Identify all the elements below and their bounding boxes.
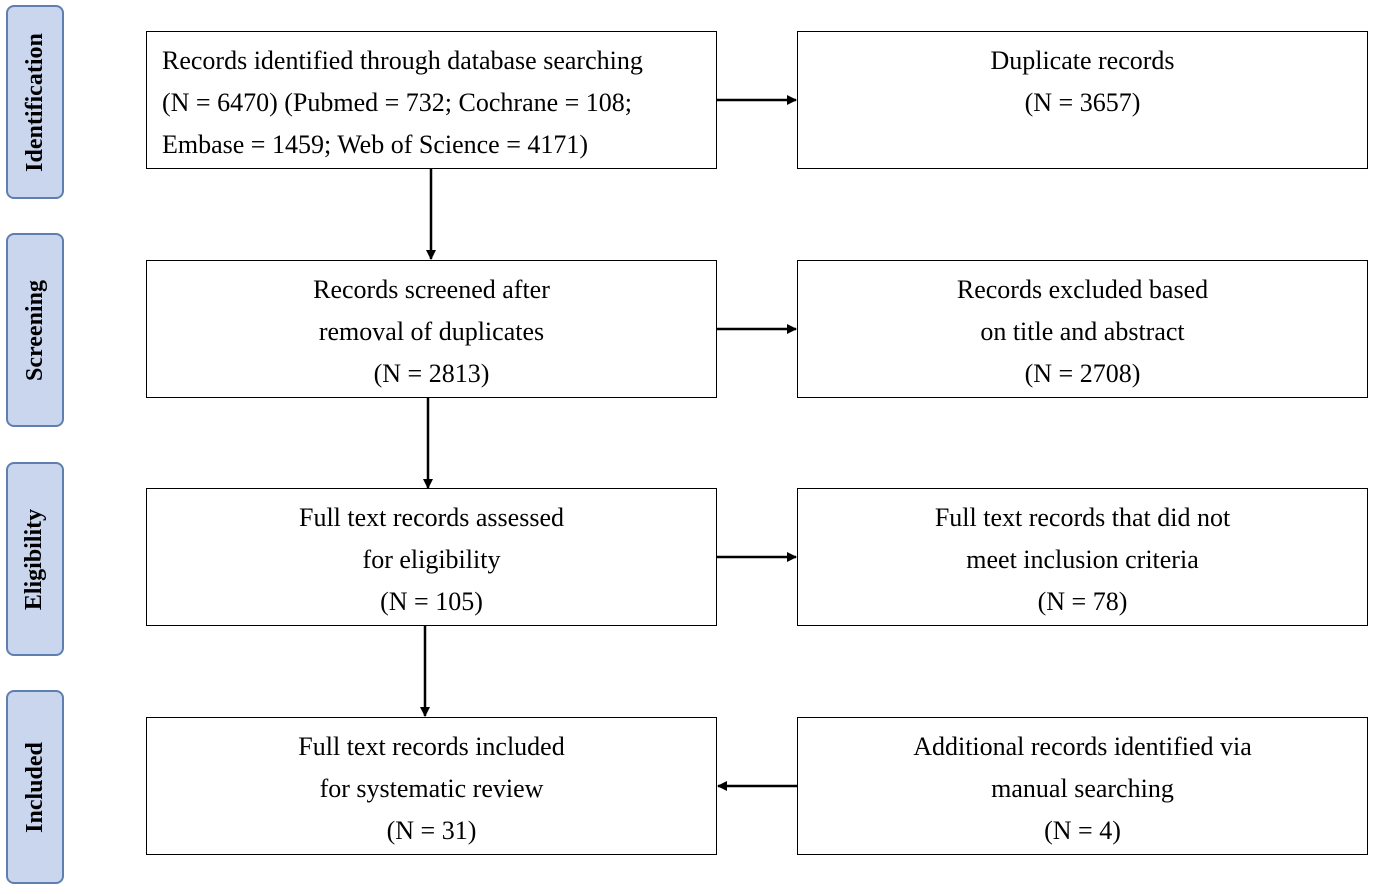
stage-included: Included	[6, 690, 64, 884]
box-line: Full text records that did not	[934, 503, 1231, 532]
box-line: (N = 105)	[380, 587, 483, 616]
box-line: (N = 31)	[386, 816, 477, 845]
box-line: Full text records included	[298, 732, 565, 761]
box-line: for systematic review	[319, 774, 544, 803]
stage-screening: Screening	[6, 233, 64, 427]
box-line: Embase = 1459; Web of Science = 4171)	[162, 130, 589, 159]
stage-eligibility: Eligibility	[6, 462, 64, 656]
box-duplicate-records: Duplicate records (N = 3657)	[797, 31, 1368, 169]
box-line: Duplicate records	[990, 46, 1175, 75]
box-line: meet inclusion criteria	[966, 545, 1199, 574]
stage-identification: Identification	[6, 5, 64, 199]
box-line: manual searching	[991, 774, 1174, 803]
box-line: on title and abstract	[980, 317, 1185, 346]
box-records-excluded: Records excluded based on title and abst…	[797, 260, 1368, 398]
box-line: Records screened after	[313, 275, 550, 304]
box-line: (N = 4)	[1044, 816, 1121, 845]
box-records-included: Full text records included for systemati…	[146, 717, 717, 855]
box-line: Records excluded based	[956, 275, 1209, 304]
box-line: (N = 2813)	[373, 359, 490, 388]
box-additional-records: Additional records identified via manual…	[797, 717, 1368, 855]
box-line: (N = 6470) (Pubmed = 732; Cochrane = 108…	[162, 88, 633, 117]
box-line: (N = 2708)	[1024, 359, 1141, 388]
box-records-identified: Records identified through database sear…	[146, 31, 717, 169]
box-line: Full text records assessed	[298, 503, 564, 532]
box-line: Records identified through database sear…	[162, 46, 643, 75]
box-line: (N = 3657)	[1024, 88, 1141, 117]
box-line: removal of duplicates	[318, 317, 545, 346]
box-line: Additional records identified via	[913, 732, 1252, 761]
box-line: for eligibility	[362, 545, 501, 574]
box-records-screened: Records screened after removal of duplic…	[146, 260, 717, 398]
box-fulltext-excluded: Full text records that did not meet incl…	[797, 488, 1368, 626]
box-fulltext-assessed: Full text records assessed for eligibili…	[146, 488, 717, 626]
box-line: (N = 78)	[1037, 587, 1128, 616]
